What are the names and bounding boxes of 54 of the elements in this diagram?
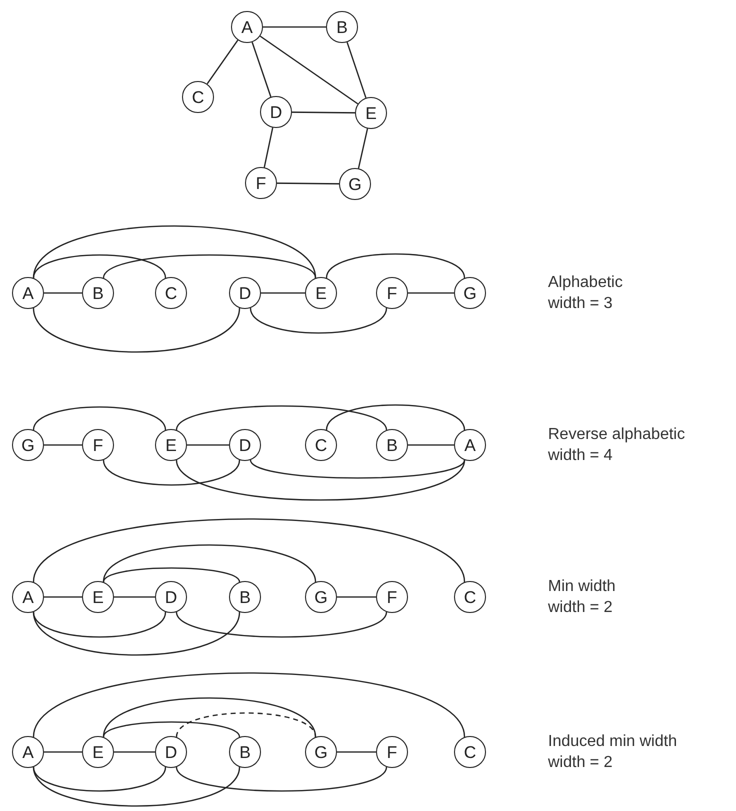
- edge-line: [263, 26, 326, 28]
- edge-line: [102, 721, 240, 738]
- edge-line: [114, 596, 155, 598]
- caption-text: width = 2: [548, 598, 612, 618]
- edge-line: [260, 36, 358, 104]
- edge-line: [326, 404, 466, 430]
- dashed-edge: [176, 712, 316, 738]
- caption-text: width = 3: [548, 294, 612, 314]
- caption-text: Induced min width: [548, 732, 677, 752]
- caption-text: Min width: [548, 577, 616, 597]
- edge-line: [32, 254, 166, 278]
- edge-line: [44, 751, 82, 753]
- caption-text: Reverse alphabetic: [548, 425, 685, 445]
- edge-line: [206, 40, 238, 84]
- edge-line: [176, 612, 388, 638]
- edge-line: [102, 697, 316, 738]
- edge-line: [326, 253, 466, 278]
- edge-line: [32, 308, 240, 353]
- edge-line: [32, 406, 166, 430]
- edge-line: [250, 308, 388, 334]
- edge-line: [32, 672, 466, 738]
- edge-line: [32, 766, 166, 792]
- edge-line: [176, 405, 388, 430]
- edge-line: [346, 42, 366, 98]
- edge-line: [44, 292, 82, 294]
- edge-line: [32, 766, 240, 807]
- edge-line: [32, 612, 240, 656]
- caption-text: width = 4: [548, 446, 612, 466]
- edge-line: [337, 751, 376, 753]
- edge-line: [102, 460, 240, 486]
- edge-line: [292, 112, 355, 114]
- edge-line: [337, 596, 376, 598]
- edge-line: [176, 766, 388, 792]
- edge-line: [261, 292, 305, 294]
- edge-line: [44, 596, 82, 598]
- edge-line: [408, 292, 454, 294]
- edge-line: [264, 128, 274, 168]
- caption-text: width = 2: [548, 753, 612, 773]
- edge-line: [32, 518, 466, 582]
- edge-line: [358, 128, 368, 169]
- edge-line: [187, 444, 229, 446]
- edge-line: [32, 612, 166, 638]
- edge-line: [102, 254, 316, 278]
- edge-line: [102, 544, 316, 582]
- edge-line: [114, 751, 155, 753]
- edge-line: [176, 460, 466, 501]
- edge-line: [250, 460, 466, 479]
- edge-line: [44, 444, 82, 446]
- edge-line: [277, 182, 339, 184]
- caption-text: Alphabetic: [548, 273, 623, 293]
- edge-line: [252, 42, 272, 98]
- edge-line: [32, 225, 316, 278]
- edge-line: [102, 567, 240, 582]
- edge-line: [408, 444, 454, 446]
